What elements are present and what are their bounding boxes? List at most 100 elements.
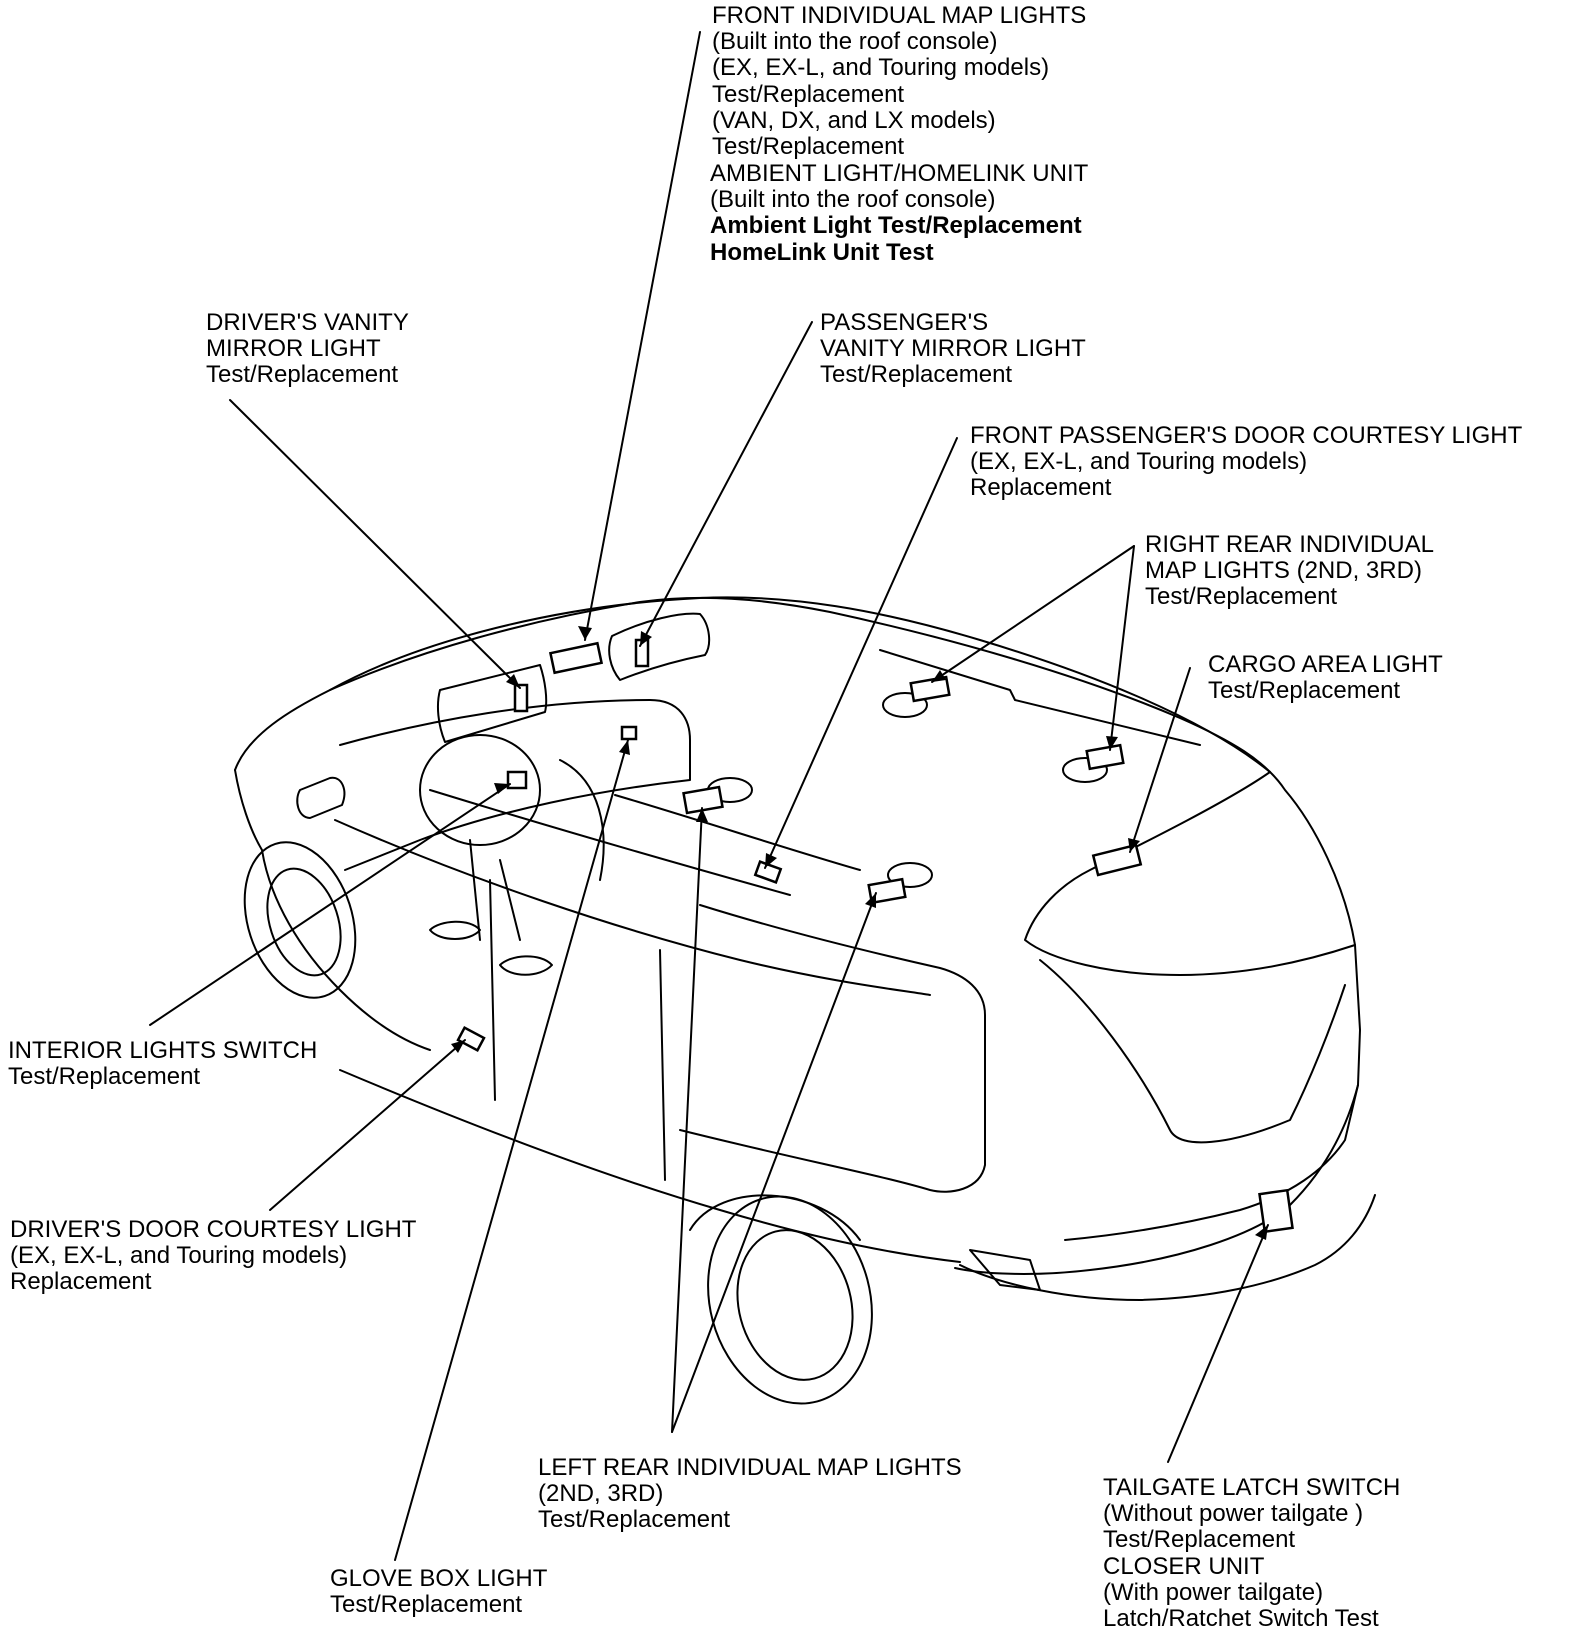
leader-drivers-door xyxy=(269,1039,466,1211)
callout-right-rear-map-lights[interactable]: RIGHT REAR INDIVIDUAL MAP LIGHTS (2ND, 3… xyxy=(1145,531,1434,611)
front-map-line-5: (VAN, DX, and LX models) xyxy=(712,106,996,134)
arrowhead-interior-switch xyxy=(494,783,510,794)
drivers-door-light xyxy=(456,1025,486,1053)
cargo-area-light xyxy=(1091,843,1143,877)
left-rear-map-light-2nd xyxy=(682,785,724,815)
arrowhead-passengers-vanity xyxy=(640,631,652,646)
drivers-door-line-2: (EX, EX-L, and Touring models) xyxy=(10,1242,348,1270)
callout-interior-lights-switch[interactable]: INTERIOR LIGHTS SWITCH Test/Replacement xyxy=(8,1037,317,1091)
callout-drivers-door-light[interactable]: DRIVER'S DOOR COURTESY LIGHT (EX, EX-L, … xyxy=(10,1216,417,1296)
leader-left-rear-map-a xyxy=(671,807,703,1433)
center-console xyxy=(469,759,605,941)
tailgate-line-2: (Without power tailgate ) xyxy=(1103,1500,1364,1528)
front-map-light-unit xyxy=(548,641,604,675)
leader-cargo xyxy=(1129,667,1191,853)
tail-lamp xyxy=(969,1249,1041,1291)
rocker-sill xyxy=(339,1069,961,1263)
leader-front-map xyxy=(584,31,701,641)
leader-drivers-vanity xyxy=(229,399,521,689)
front-door-handle xyxy=(429,920,481,940)
callout-cargo-area-light[interactable]: CARGO AREA LIGHT Test/Replacement xyxy=(1208,651,1443,704)
front-wheel-inner xyxy=(266,867,342,977)
tailgate-line-3: Test/Replacement xyxy=(1103,1526,1296,1554)
front-map-line-2: (Built into the roof console) xyxy=(712,28,998,56)
roof-rail-right xyxy=(879,649,1201,746)
cargo-line-1: CARGO AREA LIGHT xyxy=(1208,651,1443,678)
front-map-line-3: (EX, EX-L, and Touring models) xyxy=(712,54,1050,82)
side-mirror xyxy=(296,776,346,819)
rear-door-divider xyxy=(489,879,666,1181)
right-rear-map-light-3rd xyxy=(1085,743,1125,771)
steering-wheel xyxy=(419,734,541,846)
front-pass-door-line-3: Replacement xyxy=(970,474,1112,502)
drivers-vanity-line-2: MIRROR LIGHT xyxy=(206,335,381,363)
right-rear-map-line-2: MAP LIGHTS (2ND, 3RD) xyxy=(1145,557,1422,585)
front-map-line-4: Test/Replacement xyxy=(712,80,905,108)
front-pass-door-line-1: FRONT PASSENGER'S DOOR COURTESY LIGHT xyxy=(970,422,1523,449)
arrowhead-drivers-vanity xyxy=(506,674,520,688)
side-window-top xyxy=(429,789,791,896)
roof-lamp-ring-4 xyxy=(887,862,933,888)
tailgate-window xyxy=(1039,959,1346,1144)
ambient-line-1: AMBIENT LIGHT/HOMELINK UNIT xyxy=(710,160,1089,187)
passengers-vanity-line-1: PASSENGER'S xyxy=(820,309,989,336)
front-fascia xyxy=(234,769,431,1051)
arrowhead-front-pass-door xyxy=(765,853,777,868)
glove-box-line-1: GLOVE BOX LIGHT xyxy=(330,1565,548,1592)
rear-wheel-arch xyxy=(689,1194,861,1241)
callout-front-passenger-door-light[interactable]: FRONT PASSENGER'S DOOR COURTESY LIGHT (E… xyxy=(970,422,1523,502)
callout-passengers-vanity-light[interactable]: PASSENGER'S VANITY MIRROR LIGHT Test/Rep… xyxy=(820,309,1086,389)
leader-front-pass-door xyxy=(764,437,958,869)
drivers-door-line-1: DRIVER'S DOOR COURTESY LIGHT xyxy=(10,1216,417,1243)
tailgate-line-5: (With power tailgate) xyxy=(1103,1578,1324,1606)
drivers-vanity-light xyxy=(513,683,529,713)
arrowhead-tailgate xyxy=(1255,1225,1268,1240)
interior-switch-line-2: Test/Replacement xyxy=(8,1063,201,1091)
passengers-vanity-line-3: Test/Replacement xyxy=(820,361,1013,389)
rear-roof-edge xyxy=(1024,771,1356,976)
glove-box-line-2: Test/Replacement xyxy=(330,1591,523,1619)
ambient-line-2: (Built into the roof console) xyxy=(710,186,996,214)
roof-lamp-ring-1 xyxy=(882,692,928,718)
van-body-outline xyxy=(234,596,1361,1275)
glove-box-light-block xyxy=(620,725,638,741)
rear-wheel-outer xyxy=(707,1195,873,1405)
arrowhead-left-rear-map-a xyxy=(696,808,708,822)
callout-drivers-vanity-light[interactable]: DRIVER'S VANITY MIRROR LIGHT Test/Replac… xyxy=(206,309,409,389)
callout-glove-box-light[interactable]: GLOVE BOX LIGHT Test/Replacement xyxy=(330,1565,548,1619)
right-rear-map-line-1: RIGHT REAR INDIVIDUAL xyxy=(1145,531,1434,558)
drivers-vanity-line-3: Test/Replacement xyxy=(206,361,399,389)
right-rear-map-line-3: Test/Replacement xyxy=(1145,583,1338,611)
front-pass-door-light xyxy=(753,860,783,884)
left-rear-map-line-2: (2ND, 3RD) xyxy=(538,1480,664,1508)
side-window-belt xyxy=(334,819,931,996)
callout-front-map-lights[interactable]: FRONT INDIVIDUAL MAP LIGHTS (Built into … xyxy=(712,2,1087,160)
leader-interior-switch xyxy=(149,783,511,1026)
tailgate-line-6: Latch/Ratchet Switch Test xyxy=(1103,1605,1379,1632)
tailgate-panel xyxy=(1064,1084,1359,1241)
arrowhead-right-rear-map-b xyxy=(1106,736,1118,750)
front-map-line-1: FRONT INDIVIDUAL MAP LIGHTS xyxy=(712,2,1087,29)
callout-ambient-homelink[interactable]: AMBIENT LIGHT/HOMELINK UNIT (Built into … xyxy=(710,160,1089,266)
rear-bumper xyxy=(959,1194,1376,1301)
leader-glove-box xyxy=(394,739,629,1561)
roof-top-line xyxy=(329,596,1271,773)
tailgate-line-4: CLOSER UNIT xyxy=(1103,1552,1265,1580)
callout-tailgate-latch-switch[interactable]: TAILGATE LATCH SWITCH (Without power tai… xyxy=(1103,1474,1400,1632)
passengers-sun-visor xyxy=(608,612,711,681)
roof-lamp-ring-2 xyxy=(1062,757,1108,783)
rear-wheel-inner xyxy=(736,1229,854,1381)
arrowhead-drivers-door xyxy=(451,1040,465,1053)
arrowhead-glove-box xyxy=(619,740,630,755)
front-wheel-outer xyxy=(243,841,357,999)
callout-left-rear-map-lights[interactable]: LEFT REAR INDIVIDUAL MAP LIGHTS (2ND, 3R… xyxy=(538,1454,962,1534)
arrowhead-cargo xyxy=(1128,838,1140,852)
leader-right-rear-map-a xyxy=(931,545,1135,683)
leader-left-rear-map-b xyxy=(671,892,877,1433)
passengers-vanity-line-2: VANITY MIRROR LIGHT xyxy=(820,335,1086,363)
leader-passengers-vanity xyxy=(639,321,813,647)
leader-tailgate xyxy=(1167,1224,1269,1463)
tailgate-latch-switch xyxy=(1258,1188,1294,1234)
